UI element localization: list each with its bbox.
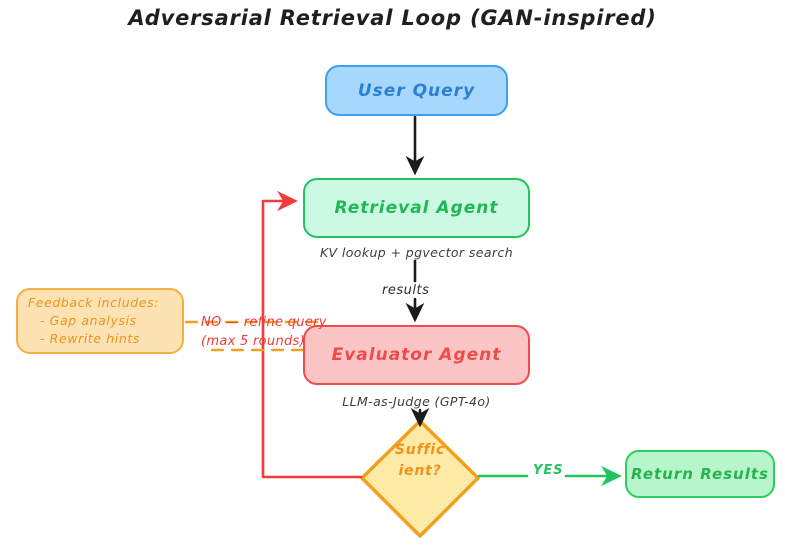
- note-feedback-includes[interactable]: Feedback includes: - Gap analysis - Rewr…: [16, 288, 184, 354]
- node-return-results[interactable]: Return Results: [625, 450, 775, 498]
- edge-label-yes: YES: [533, 463, 564, 478]
- decision-diamond-sufficient[interactable]: [360, 419, 480, 538]
- node-user-query-label: User Query: [357, 80, 476, 101]
- edge-label-results: results: [382, 283, 430, 298]
- node-retrieval-agent[interactable]: Retrieval Agent: [303, 178, 530, 238]
- caption-retrieval-agent: KV lookup + pgvector search: [319, 245, 514, 260]
- node-user-query[interactable]: User Query: [325, 65, 508, 116]
- node-retrieval-agent-label: Retrieval Agent: [334, 198, 499, 218]
- edge-label-no-refine: NO — refine query (max 5 rounds): [201, 313, 327, 351]
- note-line-gap-analysis: - Gap analysis: [40, 313, 137, 328]
- page-title: Adversarial Retrieval Loop (GAN-inspired…: [128, 6, 657, 30]
- edge-feedback-note-connector: [184, 320, 320, 352]
- node-evaluator-agent-label: Evaluator Agent: [331, 345, 502, 365]
- note-line-rewrite-hints: - Rewrite hints: [40, 331, 140, 346]
- node-evaluator-agent[interactable]: Evaluator Agent: [303, 325, 530, 385]
- edge-label-no-refine-line2: (max 5 rounds): [201, 334, 306, 349]
- node-return-results-label: Return Results: [631, 465, 769, 483]
- caption-evaluator-agent: LLM-as-Judge (GPT-4o): [342, 394, 491, 409]
- edge-label-no-refine-line1: NO — refine query: [201, 315, 327, 330]
- edge-sufficient-no-loop-to-retrieval: [261, 190, 363, 479]
- note-line-title: Feedback includes:: [28, 295, 159, 310]
